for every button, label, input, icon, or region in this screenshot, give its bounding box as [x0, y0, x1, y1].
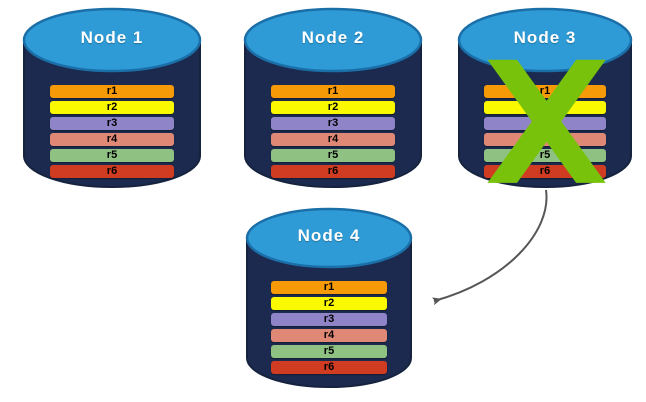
node-1-top-disc: [22, 7, 202, 73]
node-1-row-r2[interactable]: r2: [50, 101, 174, 114]
node-1-rows: r1 r2 r3 r4 r5 r6: [22, 85, 202, 178]
node-2-row-r5[interactable]: r5: [271, 149, 395, 162]
node-4-rows: r1 r2 r3 r4 r5 r6: [245, 281, 413, 374]
node-3-row-r6[interactable]: r6: [484, 165, 606, 178]
node-4-row-r1[interactable]: r1: [271, 281, 387, 294]
node-4-top-disc: [245, 207, 413, 269]
node-2-top-disc: [243, 7, 423, 73]
node-2-rows: r1 r2 r3 r4 r5 r6: [243, 85, 423, 178]
node-3-top-disc: [457, 7, 633, 73]
node-3-row-r2[interactable]: r2: [484, 101, 606, 114]
node-4-row-r6[interactable]: r6: [271, 361, 387, 374]
node-4-row-r3[interactable]: r3: [271, 313, 387, 326]
node-2-row-r3[interactable]: r3: [271, 117, 395, 130]
node-3-row-r5[interactable]: r5: [484, 149, 606, 162]
node-2-row-r4[interactable]: r4: [271, 133, 395, 146]
node-2-row-r2[interactable]: r2: [271, 101, 395, 114]
node-4-row-r2[interactable]: r2: [271, 297, 387, 310]
node-1-row-r5[interactable]: r5: [50, 149, 174, 162]
node-1-row-r4[interactable]: r4: [50, 133, 174, 146]
node-4-row-r5[interactable]: r5: [271, 345, 387, 358]
node-1-row-r3[interactable]: r3: [50, 117, 174, 130]
node-2-row-r6[interactable]: r6: [271, 165, 395, 178]
node-2-row-r1[interactable]: r1: [271, 85, 395, 98]
node-3-rows: r1 r2 r3 r4 r5 r6: [457, 85, 633, 178]
node-1-row-r6[interactable]: r6: [50, 165, 174, 178]
node-4-row-r4[interactable]: r4: [271, 329, 387, 342]
node-3-row-r4[interactable]: r4: [484, 133, 606, 146]
node-1-row-r1[interactable]: r1: [50, 85, 174, 98]
node-3-row-r1[interactable]: r1: [484, 85, 606, 98]
node-3-row-r3[interactable]: r3: [484, 117, 606, 130]
